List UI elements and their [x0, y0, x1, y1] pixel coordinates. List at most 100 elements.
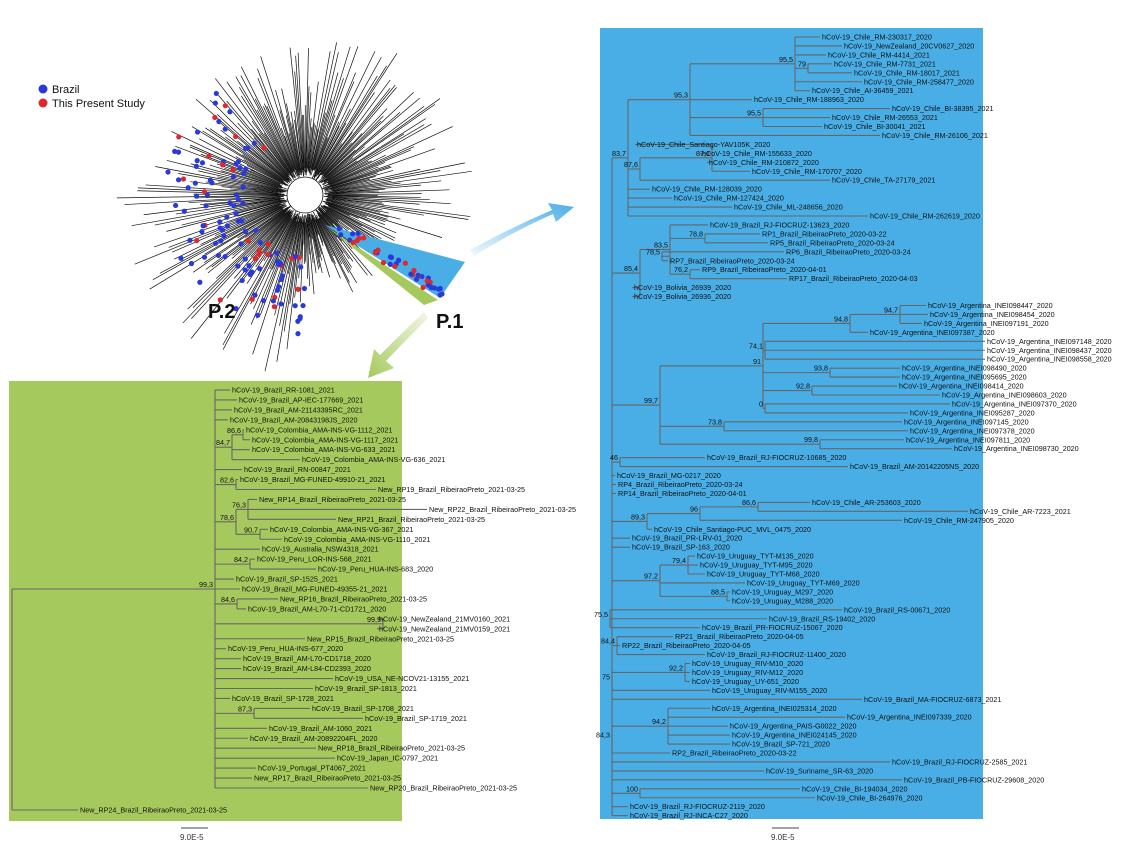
- radial-branch: [326, 209, 373, 241]
- sample-dot: [199, 229, 205, 235]
- leaf-label: hCoV-19_Brazil_SP-1813_2021: [315, 684, 417, 693]
- radial-branch: [309, 214, 321, 258]
- radial-branch: [290, 111, 303, 176]
- leaf-label: New_RP24_Brazil_RibeiraoPreto_2021-03-25: [80, 806, 227, 815]
- radial-branch: [328, 205, 396, 239]
- sample-dot: [181, 208, 187, 214]
- radial-branch: [321, 84, 396, 175]
- leaf-label: hCoV-19_Brazil_AM-1060_2021: [269, 724, 372, 733]
- bootstrap-value: 93,8: [814, 364, 828, 373]
- radial-branch: [285, 103, 302, 176]
- leaf-label: hCoV-19_NewZealand_20CV0627_2020: [844, 41, 974, 50]
- leaf-label: hCoV-19_Uruguay_RIV-M155_2020: [712, 686, 827, 695]
- bootstrap-value: 95,5: [779, 55, 793, 64]
- sample-dot: [206, 153, 212, 159]
- radial-branch: [274, 221, 299, 316]
- bootstrap-value: 88,5: [711, 587, 725, 596]
- radial-branch: [283, 218, 302, 332]
- radial-branch: [324, 149, 356, 178]
- radial-branch: [322, 126, 453, 187]
- leaf-label: hCoV-19_Peru_HUA-INS-677_2020: [228, 644, 343, 653]
- radial-branch: [307, 216, 310, 238]
- sample-dot: [411, 267, 417, 274]
- radial-branch: [332, 182, 401, 192]
- radial-branch: [327, 118, 426, 181]
- radial-branch: [327, 160, 372, 184]
- sample-dot: [355, 230, 361, 236]
- radial-branch: [253, 215, 296, 310]
- radial-branch: [308, 216, 320, 270]
- radial-branch: [313, 108, 351, 180]
- radial-branch: [318, 218, 357, 284]
- radial-branch: [316, 209, 368, 276]
- radial-branch: [191, 210, 291, 319]
- leaf-label: hCoV-19_Brazil_AM-L70-71-CD1721_2020: [248, 604, 386, 613]
- sample-dot: [212, 240, 219, 246]
- radial-branch: [306, 218, 310, 255]
- radial-branch: [306, 118, 312, 172]
- sample-dot: [257, 240, 263, 246]
- radial-branch: [224, 217, 292, 334]
- sample-dot: [436, 286, 442, 292]
- radial-branch: [327, 197, 384, 205]
- radial-branch: [187, 209, 291, 310]
- leaf-label: hCoV-19_Argentina_INEI097387_2020: [870, 328, 995, 337]
- radial-branch: [175, 146, 282, 187]
- p2-subtree: 99,3hCoV-19_Brazil_RR-1081_2021hCoV-19_B…: [11, 386, 576, 815]
- bootstrap-value: 76,3: [232, 500, 246, 509]
- sample-dot: [221, 233, 227, 239]
- radial-branch: [331, 190, 380, 194]
- sample-dot: [295, 286, 301, 292]
- radial-branch: [325, 198, 383, 211]
- leaf-label: hCoV-19_NewZealand_21MV0160_2021: [379, 614, 510, 623]
- radial-branch: [149, 208, 283, 290]
- radial-branch: [311, 81, 355, 179]
- bootstrap-value: 84,6: [221, 595, 235, 604]
- radial-branch: [257, 68, 299, 178]
- radial-branch: [323, 200, 386, 223]
- radial-branch: [250, 213, 296, 305]
- radial-branch: [200, 204, 285, 245]
- leaf-label: hCoV-19_USA_NE-NCOV21-13155_2021: [335, 674, 469, 683]
- radial-branch: [327, 160, 369, 184]
- radial-phylogenetic-tree: [116, 42, 472, 372]
- radial-branch: [202, 130, 286, 183]
- bootstrap-value: 86,6: [742, 498, 756, 507]
- radial-branch: [327, 124, 425, 182]
- leaf-label: hCoV-19_Peru_LOR-INS-568_2021: [257, 555, 372, 564]
- radial-branch: [216, 211, 288, 279]
- radial-branch: [311, 219, 322, 255]
- radial-branch: [137, 187, 285, 195]
- bootstrap-value: 92,2: [669, 663, 683, 672]
- sample-dot: [233, 211, 239, 217]
- sample-dot: [298, 264, 304, 270]
- sample-dot: [336, 225, 342, 232]
- radial-branch: [325, 178, 370, 191]
- sample-dot: [361, 235, 367, 241]
- leaf-label: hCoV-19_Chile_RM-4414_2021: [828, 50, 930, 59]
- sample-dot: [224, 223, 230, 229]
- radial-branch: [315, 131, 353, 181]
- radial-branch: [252, 144, 291, 182]
- sample-dot: [265, 241, 271, 247]
- radial-branch: [230, 188, 282, 194]
- bootstrap-value: 75: [602, 672, 610, 681]
- sample-dot: [257, 266, 263, 272]
- radial-branch: [263, 215, 291, 254]
- sample-dot: [278, 276, 284, 283]
- leaf-label: hCoV-19_Brazil_RS-19402_2020: [769, 614, 875, 623]
- bootstrap-value: 0: [759, 399, 763, 408]
- sample-dot: [292, 253, 299, 260]
- radial-branch: [275, 89, 299, 172]
- radial-branch: [325, 203, 359, 219]
- sample-dot: [213, 90, 219, 97]
- p1-subtree: 83,795,395,5hCoV-19_Chile_RM-230317_2020…: [594, 33, 1112, 821]
- radial-branch: [315, 216, 350, 283]
- radial-branch: [321, 166, 379, 189]
- leaf-label: hCoV-19_Brazil_PB-FIOCRUZ-29608_2020: [904, 775, 1044, 784]
- radial-branch: [281, 88, 301, 171]
- leaf-label: hCoV-19_Brazil_SP-1708_2021: [312, 704, 414, 713]
- radial-branch: [329, 149, 411, 186]
- radial-branch: [137, 190, 282, 195]
- radial-branch: [294, 119, 303, 173]
